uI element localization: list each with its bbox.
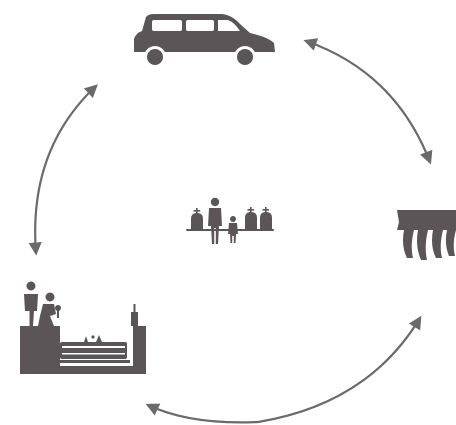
arrows	[28, 38, 433, 424]
cemetery-family-icon	[186, 197, 274, 244]
hearse-icon	[134, 14, 275, 68]
bridge-icon	[397, 210, 456, 260]
gravedigger-icon	[20, 281, 146, 374]
arrow-hearse-bridge	[303, 38, 433, 165]
arrow-grave-hearse	[28, 84, 98, 256]
arrow-bridge-grave	[145, 315, 422, 424]
